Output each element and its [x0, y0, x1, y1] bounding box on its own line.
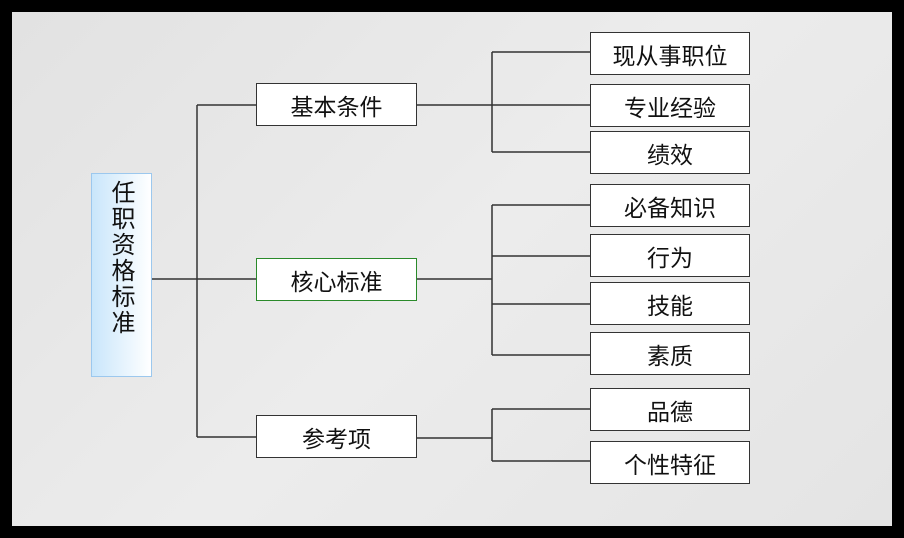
branch2-connector [417, 204, 590, 356]
root-node: 任职资格标准 [91, 173, 152, 377]
leaf-node: 行为 [590, 234, 750, 277]
leaf-node: 专业经验 [590, 84, 750, 127]
leaf-node: 现从事职位 [590, 32, 750, 75]
branch-node-core: 核心标准 [256, 258, 417, 301]
root-connector [151, 104, 256, 438]
branch1-connector [417, 51, 590, 153]
leaf-node: 个性特征 [590, 441, 750, 484]
branch-node-basic: 基本条件 [256, 83, 417, 126]
leaf-node: 绩效 [590, 131, 750, 174]
branch3-connector [417, 408, 590, 462]
leaf-node: 品德 [590, 388, 750, 431]
branch-node-reference: 参考项 [256, 415, 417, 458]
leaf-node: 技能 [590, 282, 750, 325]
leaf-node: 素质 [590, 332, 750, 375]
leaf-node: 必备知识 [590, 184, 750, 227]
